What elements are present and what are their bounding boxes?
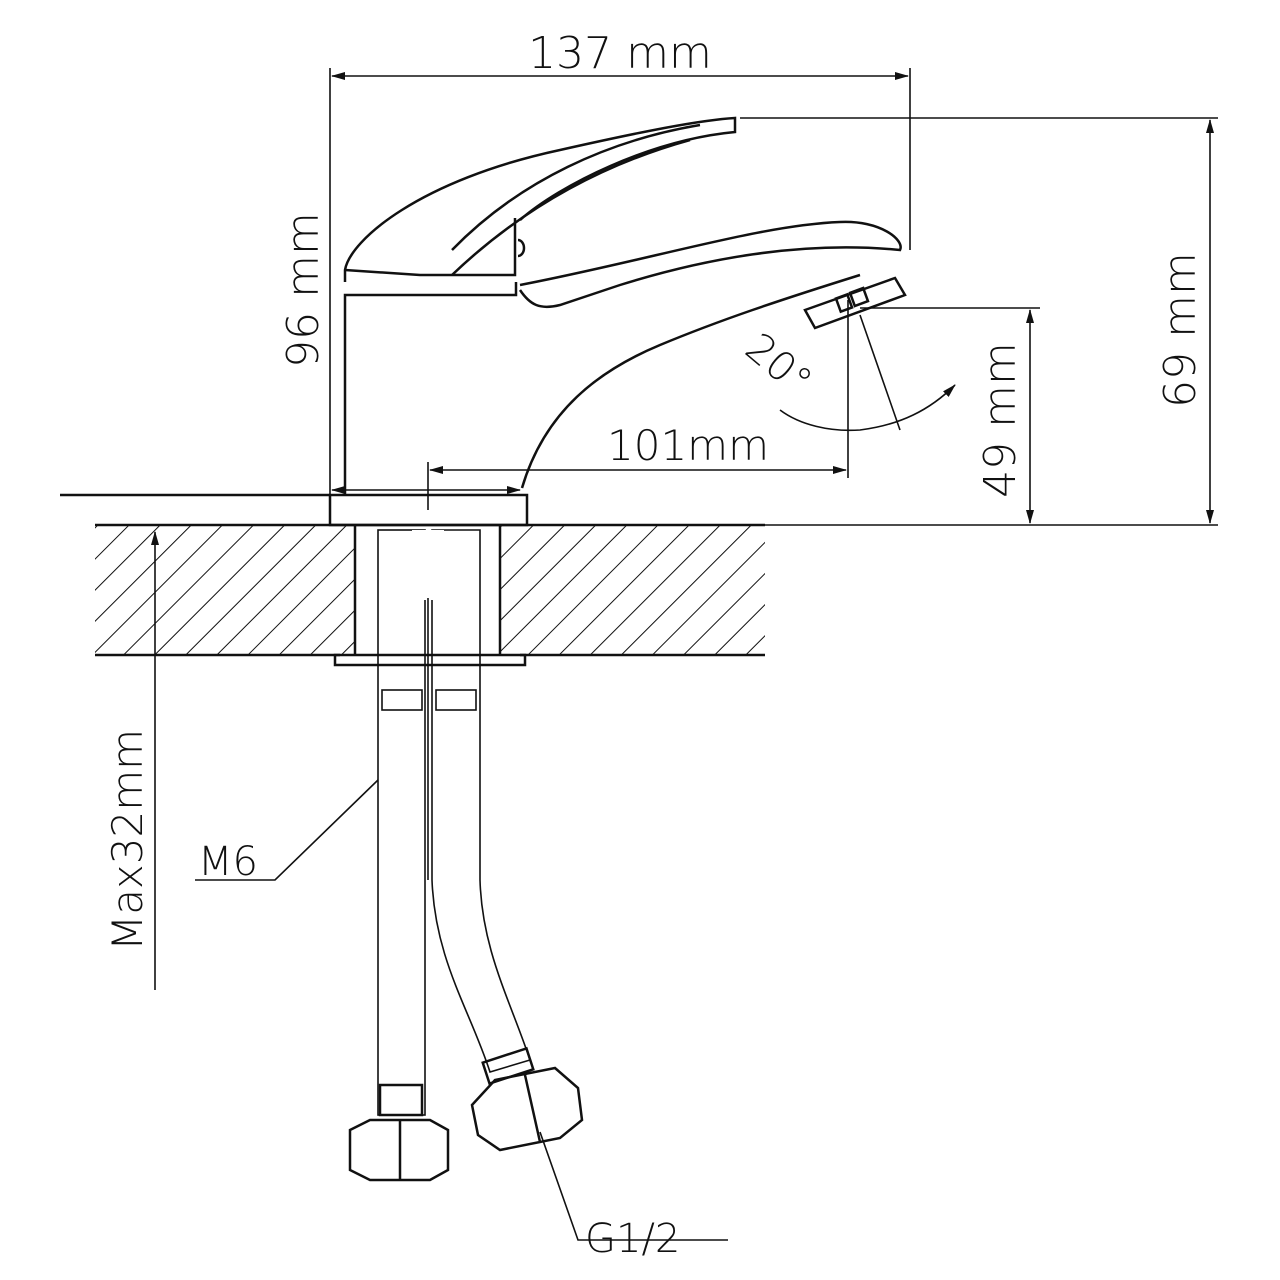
length-label: 137 mm — [528, 28, 712, 79]
faucet-body — [328, 116, 907, 527]
supply-hoses — [348, 529, 584, 1182]
dimension-lines — [151, 68, 1218, 1241]
reach-label: 101mm — [607, 421, 769, 470]
countertop-section — [95, 523, 765, 667]
m6-callout: M6 — [198, 839, 258, 885]
angle-label: 20° — [736, 325, 820, 406]
outlet-height-label: 49 mm — [975, 342, 1026, 498]
g12-callout: G1/2 — [585, 1216, 680, 1262]
spout-top-height-label: 69 mm — [1155, 252, 1206, 408]
body-height-label: 96 mm — [278, 212, 329, 368]
max-thickness-label: Max32mm — [103, 729, 152, 951]
